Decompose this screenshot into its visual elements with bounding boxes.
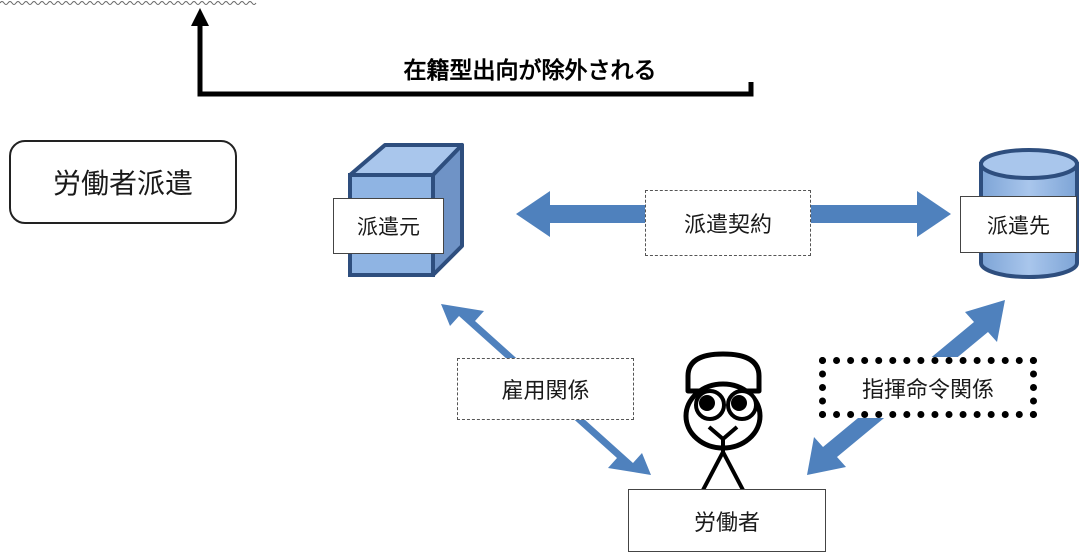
elbow-connector-arrow <box>197 22 754 97</box>
client-label: 派遣先 <box>960 196 1077 253</box>
dispatcher-label: 派遣元 <box>333 198 444 254</box>
contract-label: 派遣契約 <box>645 190 811 256</box>
employment-label: 雇用関係 <box>457 358 634 420</box>
worker-label: 労働者 <box>628 489 826 552</box>
worker-figure-icon <box>683 351 763 491</box>
headline-text: 在籍型出向が除外される <box>403 58 657 84</box>
title-box: 労働者派遣 <box>9 140 237 224</box>
elbow-arrowhead-up <box>191 8 209 26</box>
wavy-underline <box>0 1 257 5</box>
command-label: 指揮命令関係 <box>819 357 1037 418</box>
